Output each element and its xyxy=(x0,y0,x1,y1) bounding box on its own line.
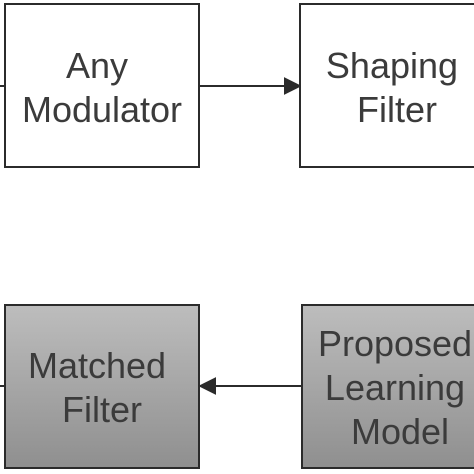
block-proposed-learning-model-line-3: Model xyxy=(351,411,449,452)
block-shaping-filter: Shaping Filter xyxy=(299,3,474,168)
block-any-modulator-line-2: Modulator xyxy=(22,89,182,130)
svg-text:Shaping Filter: Shaping Filter xyxy=(326,45,468,130)
block-proposed-learning-model: Proposed Learning Model xyxy=(301,304,474,469)
svg-text:Matched Filter: Matched Filter xyxy=(28,345,176,430)
block-matched-filter-line-2: Filter xyxy=(62,389,142,430)
svg-text:Proposed Learning: Proposed Learning Model xyxy=(318,323,474,452)
block-matched-filter-line-1: Matched xyxy=(28,345,166,386)
block-any-modulator-line-1: Any xyxy=(66,45,128,86)
block-shaping-filter-line-2: Filter xyxy=(357,89,437,130)
block-matched-filter-box xyxy=(4,304,200,469)
block-shaping-filter-line-1: Shaping xyxy=(326,45,458,86)
block-any-modulator: Any Modulator xyxy=(4,3,200,168)
svg-text:Any Modulator: Any Modulator xyxy=(22,45,182,130)
block-proposed-learning-model-box xyxy=(301,304,474,469)
block-shaping-filter-box xyxy=(299,3,474,168)
block-any-modulator-box xyxy=(4,3,200,168)
block-matched-filter: Matched Filter xyxy=(4,304,200,469)
block-proposed-learning-model-line-1: Proposed xyxy=(318,323,472,364)
block-proposed-learning-model-line-2: Learning xyxy=(325,367,465,408)
